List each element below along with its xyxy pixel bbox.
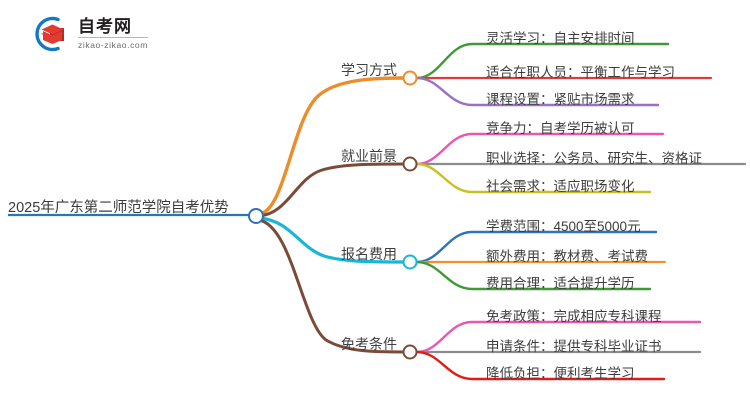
leaf-label-2-3[interactable]: 社会需求：适应职场变化	[486, 179, 635, 194]
leaf-label-3-3[interactable]: 费用合理：适合提升学历	[486, 276, 635, 291]
logo-title: 自考网	[78, 18, 148, 39]
graduation-cap-icon	[28, 12, 72, 56]
connector-root-to-branch-4	[257, 218, 406, 354]
leaf-label-3-2[interactable]: 额外费用：教材费、考试费	[486, 249, 648, 264]
connector-branch-2-leaf-3	[415, 162, 652, 194]
root-node-label[interactable]: 2025年广东第二师范学院自考优势	[8, 200, 229, 216]
connector-root-to-branch-2	[257, 162, 406, 218]
connector-branch-3-leaf-3	[415, 260, 652, 291]
leaf-label-4-1[interactable]: 免考政策：完成相应专科课程	[486, 309, 662, 324]
root-node-dot[interactable]	[248, 208, 264, 224]
logo-mark-svg	[35, 16, 64, 52]
branch-node-dot-4[interactable]	[402, 344, 418, 360]
logo-domain: zikao-zikao.com	[78, 40, 148, 51]
branch-label-3[interactable]: 报名费用	[341, 246, 397, 262]
branch-label-4[interactable]: 免考条件	[341, 336, 397, 352]
connector-branch-1-leaf-3	[415, 76, 660, 107]
branch-node-dot-1[interactable]	[402, 70, 418, 86]
connector-root-to-branch-1	[257, 76, 406, 216]
connector-root-to-branch-3	[257, 216, 406, 264]
leaf-label-1-2[interactable]: 适合在职人员：平衡工作与学习	[486, 65, 675, 80]
branch-label-2[interactable]: 就业前景	[341, 148, 397, 164]
leaf-label-4-3[interactable]: 降低负担：便利考生学习	[486, 366, 635, 381]
leaf-label-2-1[interactable]: 竞争力：自考学历被认可	[486, 121, 635, 136]
leaf-label-4-2[interactable]: 申请条件：提供专科毕业证书	[486, 339, 662, 354]
site-logo: 自考网 zikao-zikao.com	[28, 12, 178, 56]
leaf-label-1-1[interactable]: 灵活学习：自主安排时间	[486, 31, 635, 46]
connector-branch-4-leaf-3	[415, 350, 666, 381]
leaf-label-1-3[interactable]: 课程设置：紧贴市场需求	[486, 92, 635, 107]
leaf-label-3-1[interactable]: 学费范围：4500至5000元	[486, 219, 641, 234]
branch-node-dot-3[interactable]	[402, 254, 418, 270]
logo-text-block: 自考网 zikao-zikao.com	[78, 18, 148, 50]
leaf-label-2-2[interactable]: 职业选择：公务员、研究生、资格证	[486, 151, 702, 166]
branch-label-1[interactable]: 学习方式	[341, 62, 397, 78]
branch-node-dot-2[interactable]	[402, 156, 418, 172]
connector-branch-1-leaf-1	[415, 42, 670, 80]
